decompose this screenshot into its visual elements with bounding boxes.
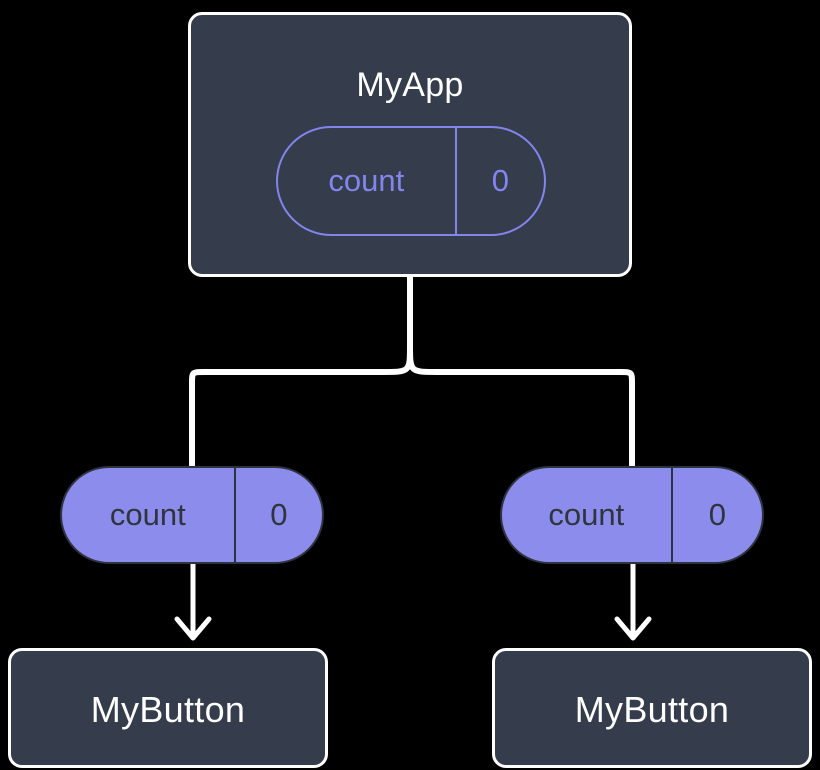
state-pill-child-left[interactable]: count 0 (60, 466, 324, 564)
state-pill-child-right[interactable]: count 0 (500, 466, 764, 564)
edge-myapp-to-children (189, 274, 413, 469)
arrow-left-head-icon (174, 616, 212, 641)
state-pill-myapp-key: count (328, 163, 405, 198)
state-pill-child-left-value: 0 (233, 468, 322, 562)
node-mybutton-left-label: MyButton (90, 689, 246, 730)
node-mybutton-right[interactable]: MyButton (492, 648, 812, 768)
arrow-right-head-icon (614, 616, 652, 641)
state-pill-myapp[interactable]: count 0 (276, 126, 546, 236)
state-pill-myapp-value: 0 (454, 128, 544, 234)
node-mybutton-left[interactable]: MyButton (8, 648, 328, 768)
state-pill-child-right-key: count (548, 497, 625, 532)
state-pill-child-right-value: 0 (670, 468, 762, 562)
state-pill-child-left-key: count (109, 497, 186, 532)
node-mybutton-right-label: MyButton (574, 689, 730, 730)
node-myapp-label: MyApp (356, 66, 464, 104)
edge-myapp-to-child-right (407, 342, 635, 469)
